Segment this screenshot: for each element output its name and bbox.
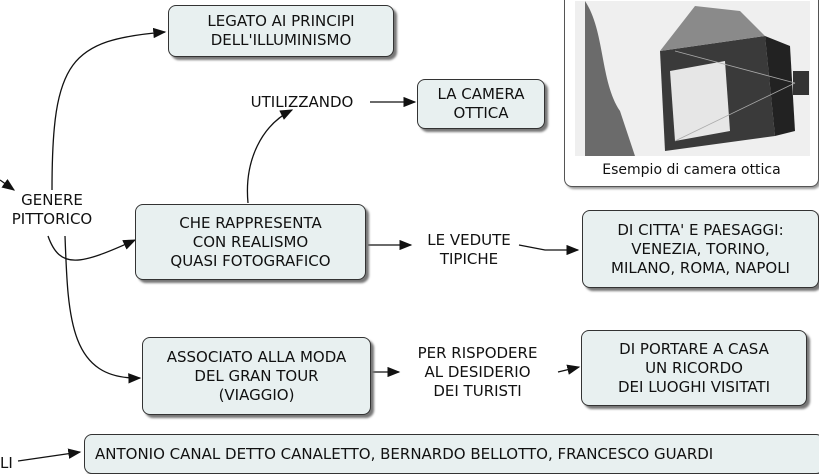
arrow-vedute-citta xyxy=(518,244,580,256)
arrow-li-pittori xyxy=(17,448,82,462)
node-portare: DI PORTARE A CASA UN RICORDO DEI LUOGHI … xyxy=(581,330,807,406)
node-rispodere: PER RISPODERE AL DESIDERIO DEI TURISTI xyxy=(417,344,538,400)
arrow-genere-rappresenta xyxy=(47,235,137,261)
node-legato: LEGATO AI PRINCIPI DELL'ILLUMINISMO xyxy=(168,5,394,57)
camera-ottica-image-frame: Esempio di camera ottica xyxy=(564,0,819,187)
node-pittori: ANTONIO CANAL DETTO CANALETTO, BERNARDO … xyxy=(84,434,819,474)
node-associato: ASSOCIATO ALLA MODA DEL GRAN TOUR (VIAGG… xyxy=(142,337,371,415)
node-camera: LA CAMERA OTTICA xyxy=(417,79,545,129)
node-citta: DI CITTA' E PAESAGGI: VENEZIA, TORINO, M… xyxy=(582,210,819,288)
camera-ottica-illustration xyxy=(575,1,810,156)
arrow-genere-legato xyxy=(51,27,167,191)
arrow-rispodere-portare xyxy=(557,364,581,375)
node-vedute: LE VEDUTE TIPICHE xyxy=(427,231,511,268)
arrow-rappresenta-utilizzando xyxy=(246,109,294,204)
node-li: LI xyxy=(0,454,13,472)
node-genere: GENERE PITTORICO xyxy=(11,191,93,228)
image-caption: Esempio di camera ottica xyxy=(602,162,781,178)
node-rappresenta: CHE RAPPRESENTA CON REALISMO QUASI FOTOG… xyxy=(135,204,366,280)
arrow-genere-associato xyxy=(64,235,142,384)
arrow-into-genere xyxy=(0,178,16,191)
node-utilizzando: UTILIZZANDO xyxy=(250,93,354,111)
